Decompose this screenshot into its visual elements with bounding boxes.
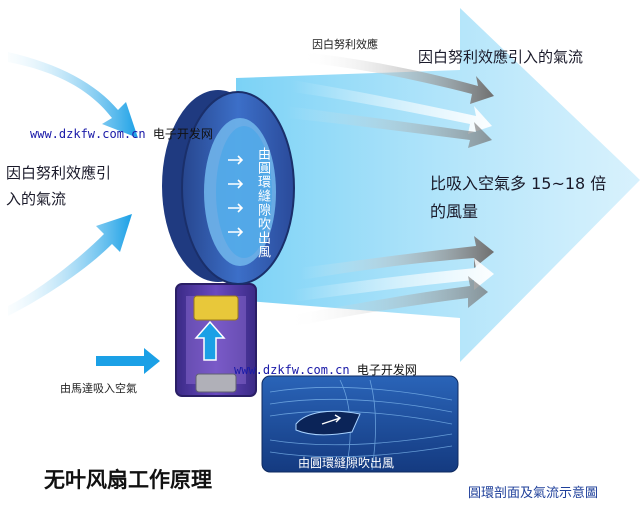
slit-outflow-arrows — [228, 155, 244, 237]
inset-slit-label: 由圓環縫隙吹出風 — [298, 456, 395, 470]
diagram-title: 无叶风扇工作原理 — [44, 468, 212, 492]
intake-arrow-top — [8, 52, 138, 138]
fan-base — [175, 283, 257, 397]
watermark-text: 电子开发网 — [152, 127, 213, 141]
ring-section-inset — [261, 375, 459, 473]
intake-arrow-bottom — [8, 214, 132, 316]
motor-intake-label: 由馬達吸入空氣 — [60, 382, 137, 395]
watermark-url: www.dzkfw.com.cn — [234, 363, 350, 377]
fan-ring — [162, 90, 295, 285]
top-airflow-label: 因白努利效應引入的氣流 — [418, 48, 584, 66]
gray-airflow-arrows — [286, 52, 494, 328]
watermark-url: www.dzkfw.com.cn — [30, 127, 146, 141]
watermark: www.dzkfw.com.cn 电子开发网 — [30, 125, 213, 142]
motor-intake-arrow — [96, 348, 160, 374]
left-intake-label: 因白努利效應引入的氣流 — [6, 164, 112, 208]
section-caption: 圓環剖面及氣流示意圖 — [468, 486, 599, 501]
top-small-label: 因白努利效應 — [312, 38, 378, 51]
air-ratio-label: 比吸入空氣多 15~18 倍的風量 — [430, 174, 607, 221]
watermark: www.dzkfw.com.cn 电子开发网 — [234, 361, 417, 378]
watermark-text: 电子开发网 — [356, 363, 417, 377]
slit-vertical-label: 由圓環縫隙吹出風 — [255, 147, 270, 259]
